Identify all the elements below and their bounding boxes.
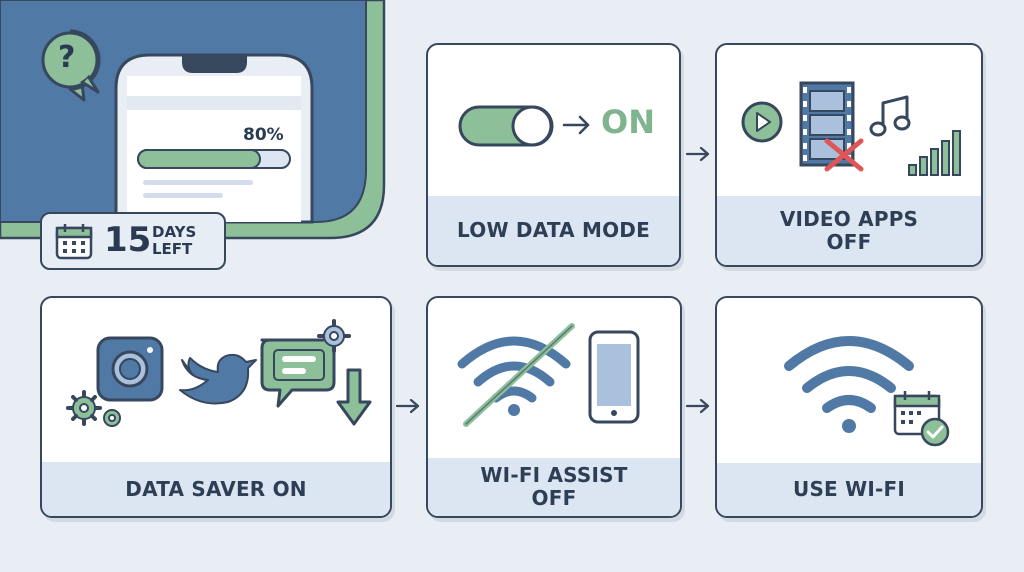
days-left-number: 15 xyxy=(104,220,152,260)
wifi-off-icon xyxy=(457,336,571,416)
step-card-wifi-assist-off: WI-FI ASSIST OFF xyxy=(426,296,682,518)
video-illustration xyxy=(741,81,961,176)
days-word: DAYS xyxy=(152,223,197,241)
gear-icon xyxy=(317,319,351,353)
wifi-assist-illustration xyxy=(457,323,640,427)
toggle-icon xyxy=(458,105,554,147)
cross-icon xyxy=(824,138,864,172)
step-card-video-apps-off: VIDEO APPS OFF xyxy=(715,43,983,267)
chat-bubble-icon xyxy=(260,338,336,408)
step-card-data-saver-on: DATA SAVER ON xyxy=(40,296,392,518)
gear-icon xyxy=(66,390,102,426)
toggle-illustration xyxy=(458,105,590,147)
arrow-right-icon xyxy=(562,115,590,135)
step-label: VIDEO APPS OFF xyxy=(717,196,981,265)
step-label: DATA SAVER ON xyxy=(42,462,390,516)
arrow-right-icon xyxy=(685,398,710,414)
signal-bars-icon xyxy=(908,130,961,176)
music-note-icon xyxy=(869,95,911,137)
download-arrow-icon xyxy=(336,368,372,426)
gear-icon xyxy=(103,409,121,427)
step-label: USE WI-FI xyxy=(717,463,981,516)
step-label: WI-FI ASSIST OFF xyxy=(428,458,680,516)
step-label: LOW DATA MODE xyxy=(428,196,679,265)
use-wifi-illustration xyxy=(784,336,950,447)
wifi-icon xyxy=(784,336,914,433)
film-icon xyxy=(799,81,855,167)
progress-percent: 80% xyxy=(243,125,284,145)
play-icon xyxy=(741,101,783,143)
arrow-right-icon xyxy=(685,146,710,162)
data-saver-illustration xyxy=(66,319,372,427)
toggle-state-label: ON xyxy=(601,103,655,141)
phone-icon xyxy=(588,330,640,424)
step-card-low-data-mode: LOW DATA MODE xyxy=(426,43,681,267)
camera-app-icon xyxy=(96,336,164,402)
calendar-icon xyxy=(55,224,93,260)
step-card-use-wifi: USE WI-FI xyxy=(715,296,983,518)
bird-icon xyxy=(179,353,257,405)
progress-fill xyxy=(137,149,261,169)
phone-panel xyxy=(0,0,386,240)
calendar-check-icon xyxy=(893,391,950,447)
left-word: LEFT xyxy=(152,240,193,258)
question-bubble-icon xyxy=(41,29,101,102)
help-symbol: ? xyxy=(58,40,76,75)
days-left-text: DAYS LEFT xyxy=(152,224,196,258)
arrow-right-icon xyxy=(395,398,420,414)
days-left-badge: 15 DAYS LEFT xyxy=(40,212,226,270)
